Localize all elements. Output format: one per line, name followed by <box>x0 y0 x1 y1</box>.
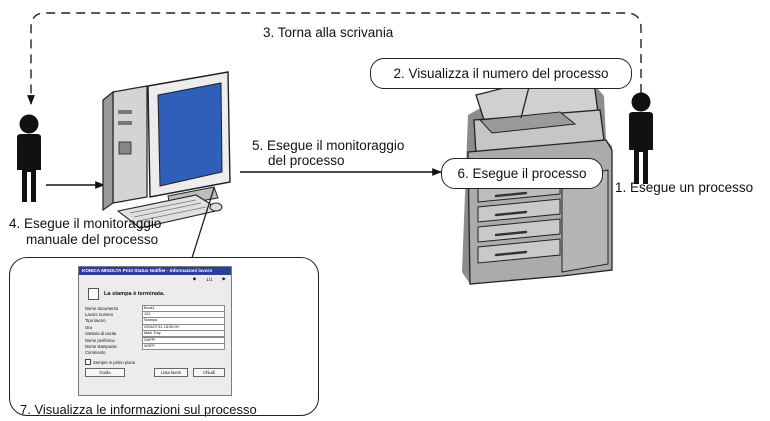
field-value: WSFP <box>142 342 225 351</box>
window-buttons: Guida Lista lavori Chiudi <box>79 365 231 378</box>
window-toolbar: ◆ 1/1 ▶ <box>79 275 231 283</box>
callout-7-pointer <box>191 187 215 259</box>
page-counter: 1/1 <box>206 276 213 282</box>
step-1-label: 1. Esegue un processo <box>615 180 754 195</box>
always-on-top-checkbox[interactable]: Sempre in primo piano <box>79 356 231 366</box>
step-2-label: 2. Visualizza il numero del processo <box>393 66 609 81</box>
step-5-label-line1: 5. Esegue il monitoraggio <box>252 138 405 153</box>
guide-button[interactable]: Guida <box>85 368 125 378</box>
step-4-label-line2: manuale del processo <box>26 232 159 247</box>
step-6-label: 6. Esegue il processo <box>457 166 587 181</box>
checkbox-box[interactable] <box>85 359 91 366</box>
field-label: Nome documento <box>85 305 119 311</box>
return-path-arrow <box>27 12 642 105</box>
step-3-label: 3. Torna alla scrivania <box>263 25 394 40</box>
job-list-button[interactable]: Lista lavori <box>154 368 188 378</box>
checkbox-label: Sempre in primo piano <box>93 359 136 365</box>
field-label: Ora <box>85 324 92 330</box>
step-7-label: 7. Visualizza le informazioni sul proces… <box>20 402 257 417</box>
field-label: Nome stampante <box>85 344 117 350</box>
field-row: Nome stampante WSFP <box>85 342 225 351</box>
field-label: Tipo lavoro <box>85 318 106 324</box>
computer-icon <box>102 71 231 229</box>
status-notifier-window: KONICA MINOLTA Print Status Notifier - I… <box>78 266 232 396</box>
diamond-icon[interactable]: ◆ <box>192 276 197 281</box>
field-row: Commento <box>85 350 225 356</box>
window-title: KONICA MINOLTA Print Status Notifier - I… <box>79 267 231 275</box>
status-heading: La stampa è terminata. <box>79 283 231 301</box>
callout-2-pointer <box>520 86 530 119</box>
callout-step-2: 2. Visualizza il numero del processo <box>370 58 632 89</box>
field-label: Vassoio di uscita <box>85 331 117 337</box>
field-label: Commento <box>85 350 106 356</box>
document-icon <box>88 288 99 300</box>
status-heading-text: La stampa è terminata. <box>104 291 165 297</box>
step-4-label-line1: 4. Esegue il monitoraggio <box>9 216 162 231</box>
field-value <box>142 350 225 355</box>
field-label: Nome periferica <box>85 337 115 343</box>
close-button[interactable]: Chiudi <box>193 368 225 378</box>
next-arrow-icon[interactable]: ▶ <box>222 276 226 281</box>
field-label: Lavoro numero <box>85 312 114 318</box>
callout-step-7 <box>9 257 319 416</box>
callout-step-6: 6. Esegue il processo <box>441 158 603 189</box>
person-left-icon <box>17 114 41 202</box>
person-right-icon <box>629 92 653 184</box>
step-5-label-line2: del processo <box>268 153 345 168</box>
